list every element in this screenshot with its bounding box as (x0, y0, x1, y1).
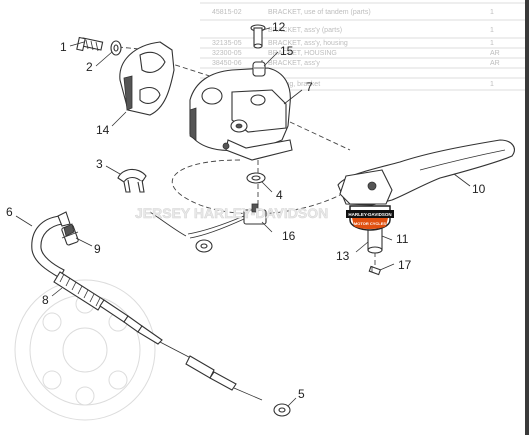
callout-12: 12 (272, 20, 286, 34)
part-2-washer (110, 40, 122, 56)
table-desc-3: BRACKET, ass'y, housing (268, 40, 348, 47)
watermark: JERSEY HARLEY-DAVIDSON HARLEY-DAVIDSON M… (135, 205, 394, 231)
table-code-4: 32300-05 (212, 50, 242, 57)
callouts: 1 2 3 4 5 6 7 8 9 10 11 12 13 14 15 16 1… (6, 20, 486, 401)
part-3-clip (117, 168, 147, 193)
callout-7: 7 (306, 80, 313, 94)
callout-10: 10 (472, 182, 486, 196)
part-17-screw (368, 265, 382, 276)
part-5-ferrule (273, 403, 291, 417)
callout-9: 9 (94, 242, 101, 256)
table-desc-5: BRACKET, ass'y (268, 60, 320, 67)
callout-2: 2 (86, 60, 93, 74)
part-9-adjuster (61, 223, 79, 246)
callout-17: 17 (398, 258, 412, 272)
part-16-switch (149, 203, 267, 253)
table-qty-3: 1 (490, 40, 494, 47)
table-desc-1: BRACKET, use of tandem (parts) (268, 9, 371, 16)
table-desc-4: BRACKET, HOUSING (268, 50, 337, 57)
part-10-lever (337, 139, 515, 206)
callout-11: 11 (396, 232, 409, 246)
table-qty-1: 1 (490, 9, 494, 16)
callout-15: 15 (280, 44, 294, 58)
part-8-cable (53, 271, 263, 401)
part-15-bushing (252, 61, 266, 77)
callout-13: 13 (336, 249, 350, 263)
callout-6: 6 (6, 205, 13, 219)
table-qty-6: 1 (490, 81, 494, 88)
table-qty-4: AR (490, 50, 500, 57)
callout-14: 14 (96, 123, 110, 137)
callout-3: 3 (96, 157, 103, 171)
callout-1: 1 (60, 40, 67, 54)
part-4-ring (246, 172, 266, 184)
window-edge (525, 0, 529, 435)
callout-4: 4 (276, 188, 283, 202)
table-code-1: 45815-02 (212, 9, 242, 16)
part-6-cable-housing (31, 211, 71, 279)
part-12-pin (250, 24, 266, 49)
table-qty-5: AR (490, 60, 500, 67)
part-7-bracket (189, 67, 293, 161)
leader-lines (15, 27, 471, 407)
part-1-screw (76, 36, 104, 52)
table-qty-2: 1 (490, 27, 494, 34)
watermark-text: JERSEY HARLEY-DAVIDSON (135, 205, 328, 221)
table-desc-6: Bushing, bracket (268, 81, 320, 88)
part-14-clamp (119, 41, 175, 116)
table-desc-2: BRACKET, ass'y (parts) (268, 27, 342, 34)
callout-8: 8 (42, 293, 49, 307)
gear-watermark (14, 279, 156, 421)
table-code-3: 32135-05 (212, 40, 242, 47)
harley-logo: HARLEY-DAVIDSON MOTOR CYCLES (346, 205, 394, 231)
logo-bottom-text: MOTOR CYCLES (354, 221, 386, 226)
logo-top-text: HARLEY-DAVIDSON (348, 212, 391, 217)
callout-16: 16 (282, 229, 296, 243)
callout-5: 5 (298, 387, 305, 401)
table-code-5: 38450-06 (212, 60, 242, 67)
